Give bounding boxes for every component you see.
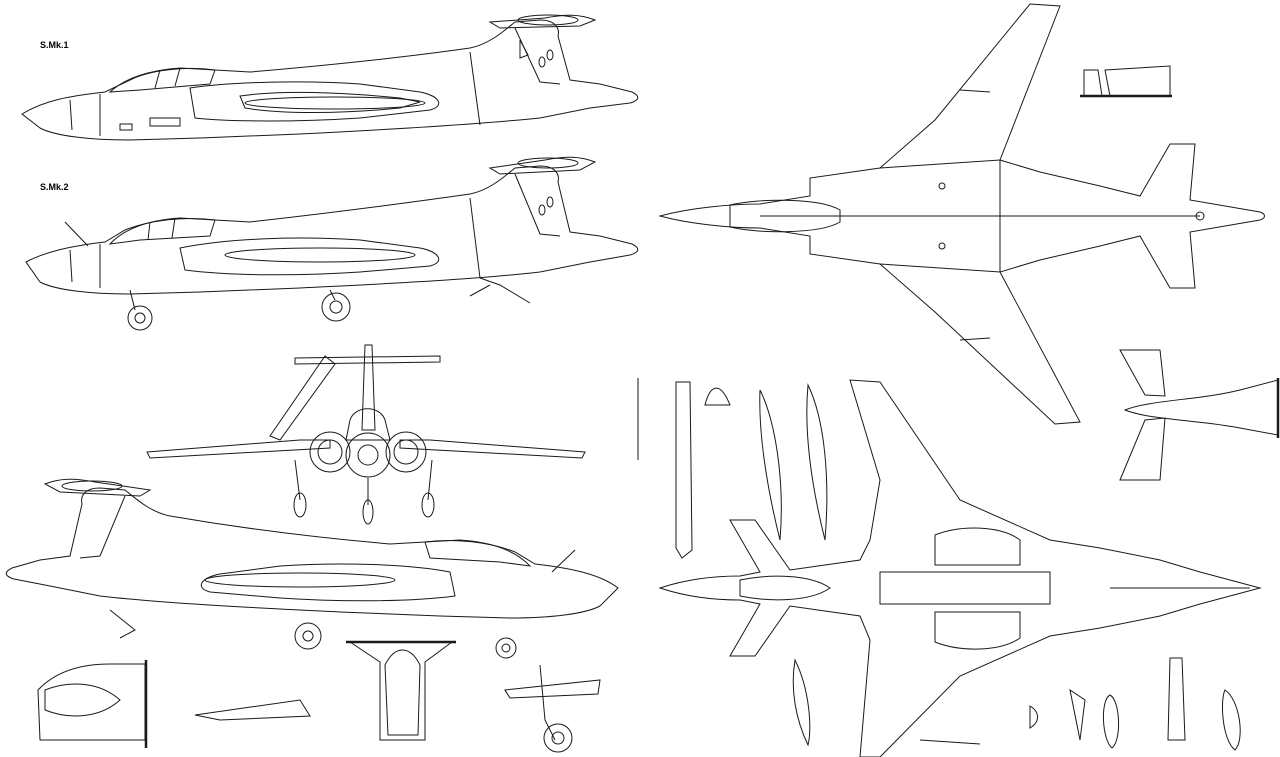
plan-view-top bbox=[660, 4, 1265, 424]
front-view bbox=[147, 345, 585, 524]
plan-view-bottom bbox=[660, 380, 1260, 757]
detail-parts-middle bbox=[638, 350, 1278, 558]
side-view-smk2 bbox=[26, 157, 638, 330]
side-view-reversed bbox=[6, 479, 618, 658]
side-view-smk1 bbox=[22, 15, 638, 140]
variant-label-smk2: S.Mk.2 bbox=[40, 182, 69, 192]
variant-label-smk1: S.Mk.1 bbox=[40, 40, 69, 50]
detail-views-bottom bbox=[38, 642, 600, 752]
